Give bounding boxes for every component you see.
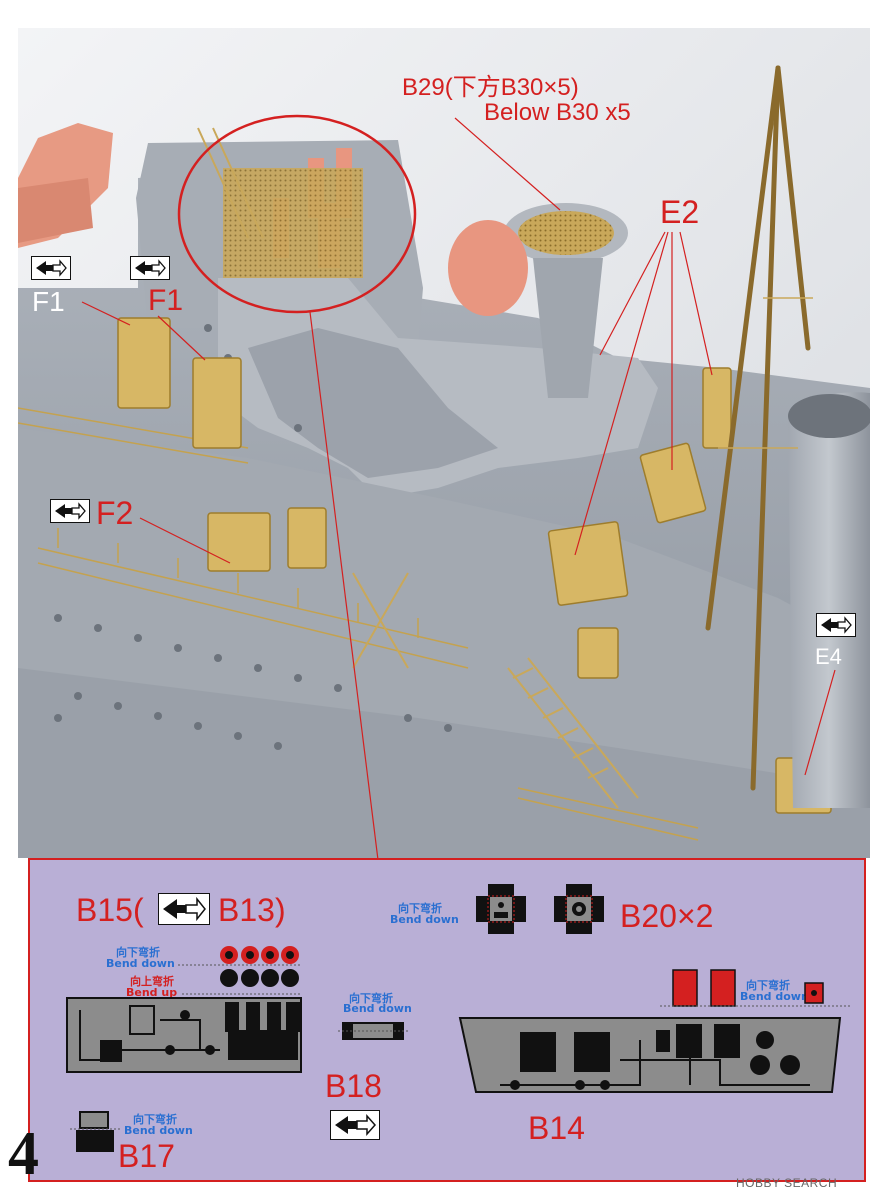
callout-f2: F2 bbox=[96, 495, 134, 531]
callout-b29-line1: B29(下方B30×5) bbox=[402, 74, 579, 101]
b14-bend-down-en: Bend down bbox=[740, 990, 809, 1003]
b18-bend-down-cn: 向下弯折 bbox=[349, 992, 393, 1005]
flip-arrow-icon bbox=[330, 1110, 380, 1140]
b18-bend-down-en: Bend down bbox=[343, 1002, 412, 1015]
flip-arrow-icon bbox=[31, 256, 71, 280]
bend-down-cn: 向下弯折 bbox=[116, 946, 160, 959]
bend-up-cn: 向上弯折 bbox=[130, 975, 174, 988]
callout-f1-left: F1 bbox=[32, 286, 65, 317]
flip-arrow-icon bbox=[50, 499, 90, 523]
callout-e2: E2 bbox=[660, 194, 700, 230]
b17-bend-down-en: Bend down bbox=[124, 1124, 193, 1137]
b17-label: B17 bbox=[118, 1138, 175, 1174]
ship-model-illustration bbox=[18, 28, 870, 858]
b17-bend-down-cn: 向下弯折 bbox=[133, 1113, 177, 1126]
b20-bend-down-cn: 向下弯折 bbox=[398, 902, 442, 915]
callout-f1-right: F1 bbox=[148, 284, 184, 317]
b14-bend-down-cn: 向下弯折 bbox=[746, 979, 790, 992]
callout-e4: E4 bbox=[815, 644, 842, 669]
flip-arrow-icon bbox=[130, 256, 170, 280]
callout-b29-line2: Below B30 x5 bbox=[484, 99, 631, 126]
watermark: HOBBY SEARCH bbox=[736, 1176, 838, 1190]
b14-label: B14 bbox=[528, 1110, 585, 1146]
b15-label-prefix: B15( bbox=[76, 892, 144, 928]
bend-down-en: Bend down bbox=[106, 957, 175, 970]
page-number: 4 bbox=[8, 1120, 39, 1188]
b15-label-suffix: B13) bbox=[218, 892, 286, 928]
b18-label: B18 bbox=[325, 1068, 382, 1104]
flip-arrow-icon bbox=[158, 893, 210, 925]
bend-up-en: Bend up bbox=[126, 986, 178, 999]
model-photo bbox=[18, 28, 870, 858]
b20-bend-down-en: Bend down bbox=[390, 913, 459, 926]
flip-arrow-icon bbox=[816, 613, 856, 637]
b20-label: B20×2 bbox=[620, 898, 714, 934]
